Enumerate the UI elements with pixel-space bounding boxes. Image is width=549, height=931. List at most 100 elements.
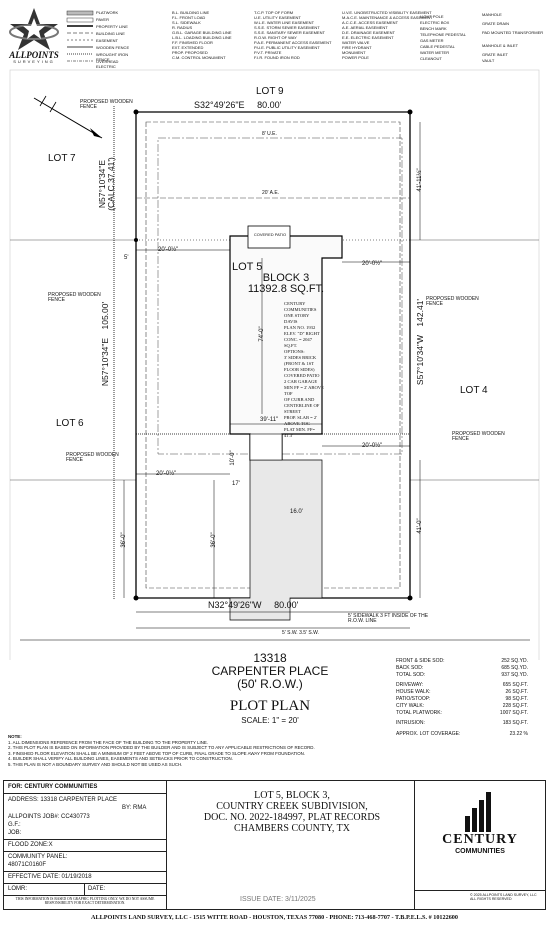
area-row: BACK SOD:685 SQ.YD. xyxy=(396,664,528,671)
company-sub: SURVEYING xyxy=(13,59,55,64)
dim-41-bottom: 41'-0" xyxy=(417,518,423,534)
aerial-easement-label: 20' A.E. xyxy=(262,190,280,196)
legend-item: EXT. EXTENDED xyxy=(172,45,204,50)
fence-note: PROPOSED WOODEN FENCE xyxy=(66,452,119,463)
legend-item: R. RADIUS xyxy=(172,25,193,30)
builder-block xyxy=(414,780,546,910)
tb-gf: G.F.: xyxy=(8,822,21,828)
plot-plan-title: PLOT PLAN xyxy=(229,698,311,714)
legend-col-3: T.C.P. TOP OF FORM U.E. UTILITY EASEMENT… xyxy=(254,10,342,60)
west-lower-bearing: N57°10'34"E xyxy=(100,337,110,387)
house-note: MIN FF = 2' ABOVE TOF xyxy=(284,385,324,396)
legend-item: T.C.P. TOP OF FORM xyxy=(254,10,294,15)
legend-item: EASEMENT xyxy=(96,38,119,43)
legend-item: LIGHT POLE xyxy=(420,14,444,19)
lot-4-label: LOT 4 xyxy=(460,385,488,396)
north-boundary-label: S32°49'26"E 80.00' xyxy=(194,100,281,110)
tb-divider xyxy=(4,839,166,840)
fence-note: PROPOSED WOODEN FENCE xyxy=(452,431,505,442)
house-note: STREET xyxy=(284,409,301,414)
legend-item: GRATE DRAIN xyxy=(482,21,510,26)
title-block-info: FOR: CENTURY COMMUNITIES ADDRESS: 13318 … xyxy=(3,780,167,910)
legend-col-2: B.L. BUILDING LINE F.L. FRONT LOAD S.L. … xyxy=(172,10,252,60)
legend-item: WATER METER xyxy=(420,50,450,55)
copyright: © 2025 ALLPOINTS LAND SURVEY, LLC ALL RI… xyxy=(470,893,537,902)
lot-6-label: LOT 6 xyxy=(56,418,84,429)
legend-item: M.A.C.E. MAINTENANCE & ACCESS EASEMENT xyxy=(342,15,433,20)
note-item: 2. THIS PLOT PLAN IS BASED ON INFORMATIO… xyxy=(8,745,315,751)
legend-item: S.L. SIDEWALK xyxy=(172,20,201,25)
house-note: PLAT MIN. FF= 41.3' xyxy=(284,427,315,438)
house-note: PLAN NO. 1932 xyxy=(284,325,316,330)
house-notes: CENTURY COMMUNITIES ONE STORY DAVIS PLAN… xyxy=(284,301,324,439)
legend-item: PROPERTY LINE xyxy=(96,24,128,29)
house-note: PROP. SLAB = 2' ABOVE TOC xyxy=(284,415,318,426)
dim-41-top: 41'-11½" xyxy=(417,168,423,192)
legal-line: CHAMBERS COUNTY, TX xyxy=(233,823,351,834)
south-boundary-label: N32°49'26"W 80.00' xyxy=(208,600,298,610)
covered-patio xyxy=(247,225,291,249)
dim-20-c: 20'-0½" xyxy=(156,471,177,477)
legend-item: C.M. CONTROL MONUMENT xyxy=(172,55,226,60)
note-item: 5. THIS PLAN IS NOT A BOUNDARY SURVEY AN… xyxy=(8,761,183,767)
legal-description: LOT 5, BLOCK 3, COUNTRY CREEK SUBDIVISIO… xyxy=(170,790,414,834)
legend-item: MANHOLE xyxy=(482,12,502,17)
dim-39: 39'-11" xyxy=(260,417,279,423)
legend-item: PROP. PROPOSED xyxy=(172,50,208,55)
house-note: ELEV. "D" RIGHT xyxy=(284,331,320,336)
lot-7-label: LOT 7 xyxy=(48,153,76,164)
tb-for: FOR: CENTURY COMMUNITIES xyxy=(8,784,98,790)
legend-item: P.V.T. PRIVATE xyxy=(254,50,282,55)
legend-item: GRATE INLET xyxy=(482,52,508,57)
legend-col-5: LIGHT POLE ELECTRIC BOX BENCH MARK TELEP… xyxy=(420,14,486,62)
builder-name: CENTURY xyxy=(442,832,518,847)
monument-icon xyxy=(407,109,413,115)
stoop xyxy=(249,433,283,461)
legend-item: OVERHEAD ELECTRIC xyxy=(96,59,119,69)
house-note: (FRONT & 1ST xyxy=(284,361,315,366)
legend-item: P.U.E. PUBLIC UTILITY EASEMENT xyxy=(254,45,320,50)
legend-col-6: MANHOLE GRATE DRAIN PAD MOUNTED TRANSFOR… xyxy=(482,12,544,64)
area-row: INTRUSION:183 SQ.FT. xyxy=(396,720,528,727)
tb-divider xyxy=(4,793,166,794)
tb-lomr: LOMR: xyxy=(8,886,28,892)
plot-plan-scale: SCALE: 1" = 20' xyxy=(241,716,299,725)
tb-divider xyxy=(4,895,166,896)
company-logo: ALLPOINTS SURVEYING xyxy=(4,6,64,64)
dim-20-d: 20'-0½" xyxy=(362,443,383,449)
footer-address: ALLPOINTS LAND SURVEY, LLC - 1515 WITTE … xyxy=(91,914,458,921)
street-number: 13318 xyxy=(253,651,287,665)
legend-item: WOODEN FENCE xyxy=(96,45,130,50)
area-row: HOUSE WALK:26 SQ.FT. xyxy=(396,689,528,696)
house-note: 2 CAR GARAGE xyxy=(284,379,318,384)
area-row: TOTAL PLATWORK:1007 SQ.FT. xyxy=(396,709,528,716)
house-note: CENTURY COMMUNITIES xyxy=(284,301,317,312)
area-row: CITY WALK:228 SQ.FT. xyxy=(396,702,528,709)
tb-address: ADDRESS: 13318 CARPENTER PLACE xyxy=(8,797,118,803)
legend-item: MANHOLE & INLET xyxy=(482,43,519,48)
legend-item: FIRE HYDRANT xyxy=(342,45,372,50)
tb-divider xyxy=(4,851,166,852)
tb-divider xyxy=(4,871,166,872)
street-name: CARPENTER PLACE xyxy=(211,664,329,678)
area-row: TOTAL SOD:937 SQ.YD. xyxy=(396,671,528,678)
lot-number: LOT 5 xyxy=(232,261,263,273)
legal-line: COUNTRY CREEK SUBDIVISION, xyxy=(216,801,368,812)
area-row: FRONT & SIDE SOD:252 SQ.YD. xyxy=(396,658,528,664)
legend-item: D.E. DRAINAGE EASEMENT xyxy=(342,30,395,35)
legend-item: W.L.E. WATER LINE EASEMENT xyxy=(254,20,315,25)
north-distance: 80.00' xyxy=(257,100,282,110)
lot-9-label: LOT 9 xyxy=(256,86,284,97)
legend-item: CABLE PEDESTAL xyxy=(420,44,455,49)
tb-panel-label: COMMUNITY PANEL: xyxy=(8,854,68,860)
house-note: CONC. = 2047 SQ.FT. xyxy=(284,337,312,348)
west-lower-boundary-label: N57°10'34"E 105.00' xyxy=(100,292,119,396)
covered-patio-label: COVERED PATIO xyxy=(253,232,287,237)
utility-easement-label: 8' U.E. xyxy=(262,131,277,137)
east-bearing: S57°10'34"W xyxy=(415,334,425,386)
house-note: 3' SIDES BRICK xyxy=(284,355,317,360)
dim-20-a: 20'-0½" xyxy=(158,247,179,253)
street-row: (50' R.O.W.) xyxy=(237,677,303,691)
builder-logo: CENTURY COMMUNITIES xyxy=(420,790,540,880)
